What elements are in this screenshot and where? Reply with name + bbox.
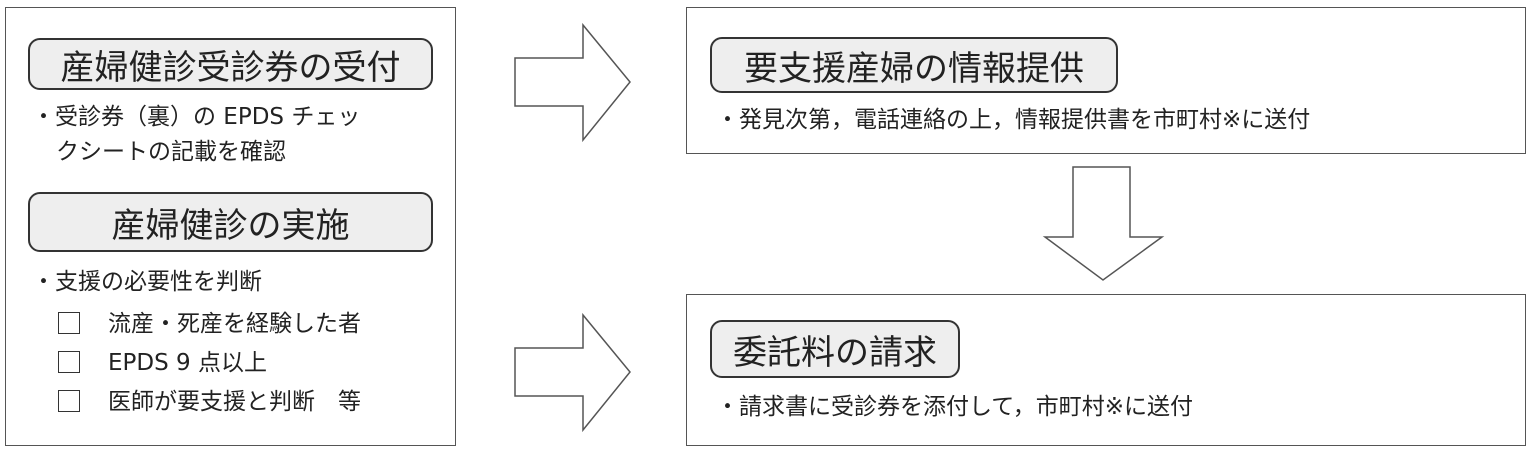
checklist-label: EPDS 9 点以上 [108, 350, 267, 376]
text-line: ・受診券（裏）の EPDS チェッ [32, 104, 361, 130]
checklist-label: 医師が要支援と判断 等 [108, 389, 361, 415]
header-voucher-reception: 産婦健診受診券の受付 [28, 38, 433, 90]
text-check-epds: ・受診券（裏）の EPDS チェッ クシートの記載を確認 [32, 100, 360, 170]
text-judge: ・支援の必要性を判断 [32, 269, 262, 295]
header-info-provision: 要支援産婦の情報提供 [710, 37, 1118, 93]
checklist-label: 流産・死産を経験した者 [108, 311, 361, 337]
checklist-item: EPDS 9 点以上 [36, 344, 361, 383]
checkbox [58, 312, 80, 334]
right-arrow-top [514, 22, 631, 143]
right-arrow-bottom [514, 312, 631, 433]
checkbox [58, 351, 80, 373]
text-info-provision: ・発見次第，電話連絡の上，情報提供書を市町村※に送付 [716, 107, 1311, 133]
checklist-item: 流産・死産を経験した者 [36, 305, 361, 344]
checkbox [58, 390, 80, 412]
checklist: 流産・死産を経験した者 EPDS 9 点以上 医師が要支援と判断 等 [36, 305, 361, 422]
header-billing: 委託料の請求 [710, 320, 960, 378]
checklist-item: 医師が要支援と判断 等 [36, 383, 361, 422]
down-arrow [1042, 166, 1165, 281]
header-checkup: 産婦健診の実施 [28, 192, 433, 252]
text-line: クシートの記載を確認 [56, 139, 286, 165]
text-billing: ・請求書に受診券を添付して，市町村※に送付 [716, 394, 1193, 420]
